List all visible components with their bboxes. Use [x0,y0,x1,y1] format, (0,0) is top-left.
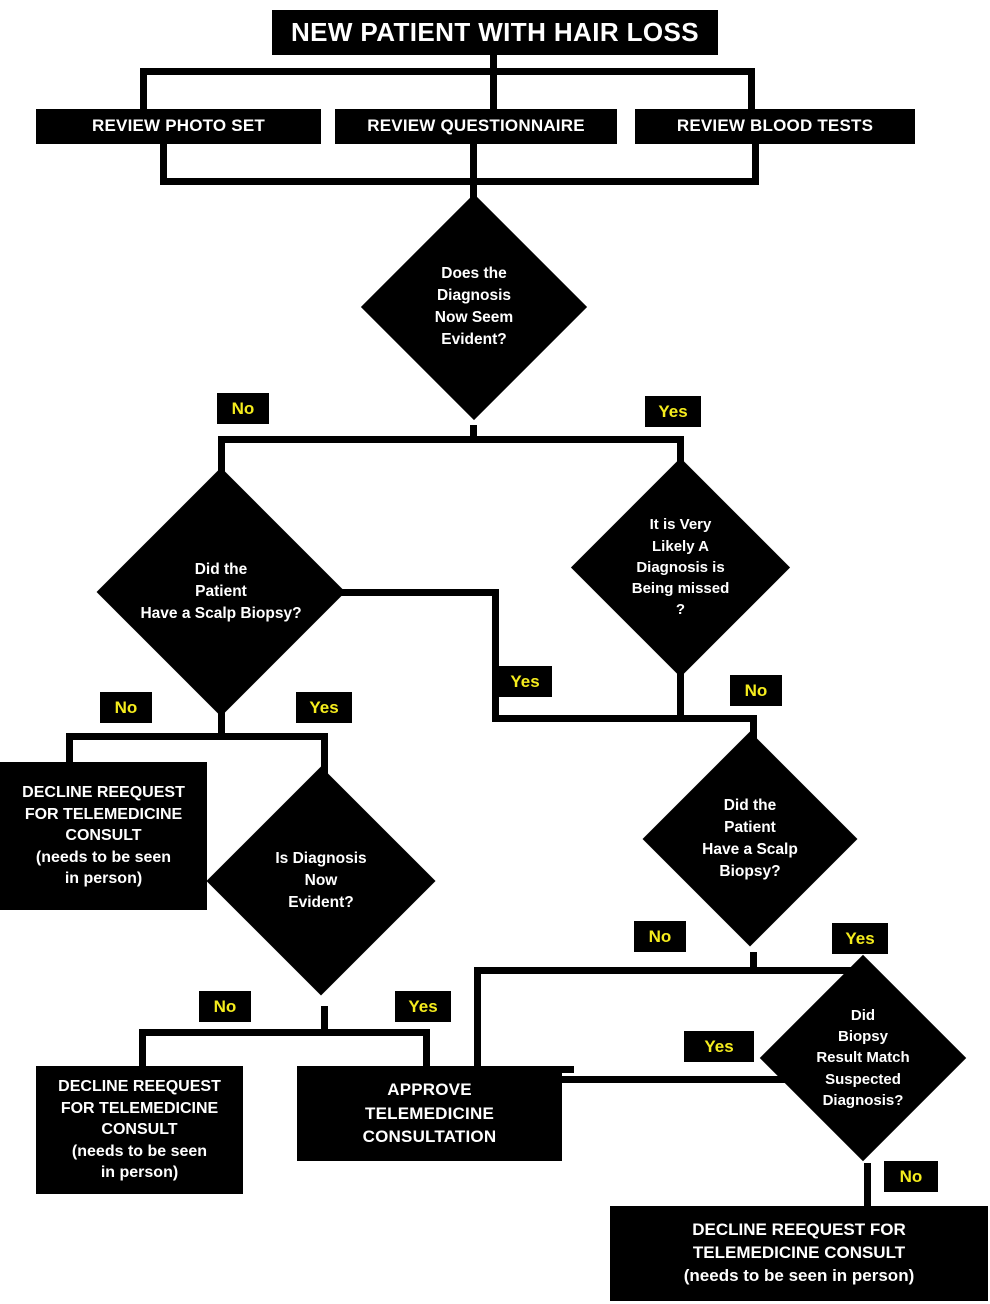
connector-title-to-blood [748,68,755,110]
node-decline-left-upper[interactable]: DECLINE REEQUEST FOR TELEMEDICINE CONSUL… [0,762,207,910]
edge-label-match-no: No [884,1161,938,1192]
connector-questionnaire-down [470,143,477,205]
connector-title-to-photo [140,68,147,110]
node-decision-scalp-biopsy-right-label: Did the Patient Have a Scalp Biopsy? [702,797,798,880]
edge-label-match-yes: Yes [684,1031,754,1062]
node-decision-scalp-biopsy-right[interactable]: Did the Patient Have a Scalp Biopsy? [642,731,858,947]
connector-title-down [490,53,497,68]
node-decision-scalp-biopsy-left-label: Did the Patient Have a Scalp Biopsy? [140,561,302,622]
connector-blood-down [752,143,759,178]
node-review-questionnaire-label: REVIEW QUESTIONNAIRE [367,116,585,136]
node-review-photo-set[interactable]: REVIEW PHOTO SET [36,109,321,144]
connector-biopsyL-bus [66,733,328,740]
connector-d1-bus [218,436,684,443]
node-decline-left-upper-label: DECLINE REEQUEST FOR TELEMEDICINE CONSUL… [22,784,185,888]
edge-label-biopsy-left-no: No [100,692,152,723]
edge-label-is-evident-no: No [199,991,251,1022]
edge-label-evident-yes: Yes [645,396,701,427]
node-decision-diagnosis-evident-label: Does the Diagnosis Now Seem Evident? [434,265,514,348]
connector-biopsyL-yes-h [335,589,499,596]
edge-label-biopsy-left-yes: Yes [296,692,352,723]
connector-biopsyR-down [750,952,757,974]
connector-isev-yes-v [423,1029,430,1067]
connector-title-to-questionnaire [490,68,497,110]
connector-match-no-v [864,1163,871,1206]
connector-d1-down [470,425,477,443]
edge-label-biopsy-right-no: No [634,921,686,952]
connector-isev-no-v [139,1029,146,1067]
connector-isev-bus [139,1029,430,1036]
connector-isev-down [321,1006,328,1030]
connector-biopsyL-down [218,706,225,738]
node-decline-bottom-right-label: DECLINE REEQUEST FOR TELEMEDICINE CONSUL… [683,1220,915,1285]
node-decision-diagnosis-evident[interactable]: Does the Diagnosis Now Seem Evident? [360,193,588,421]
node-review-questionnaire[interactable]: REVIEW QUESTIONNAIRE [335,109,617,144]
connector-missed-down [677,673,684,718]
node-start[interactable]: NEW PATIENT WITH HAIR LOSS [272,10,718,55]
connector-photo-down [160,143,167,178]
connector-match-yes-h [562,1076,862,1083]
node-decision-is-diagnosis-evident[interactable]: Is Diagnosis Now Evident? [206,766,436,996]
connector-biopsyL-no-v [66,733,73,763]
node-review-photo-set-label: REVIEW PHOTO SET [92,116,265,136]
node-review-blood-tests[interactable]: REVIEW BLOOD TESTS [635,109,915,144]
node-approve-telemedicine[interactable]: APPROVE TELEMEDICINE CONSULTATION [297,1066,562,1161]
node-decision-scalp-biopsy-left[interactable]: Did the Patient Have a Scalp Biopsy? [96,467,346,717]
node-decision-biopsy-match-label: Did Biopsy Result Match Suspected Diagno… [816,1006,910,1109]
connector-biopsyR-bus [474,967,874,974]
connector-d1-to-left [218,436,225,482]
connector-title-bus [140,68,755,75]
connector-missed-no-h [677,715,757,722]
edge-label-biopsy-left-yes-route: Yes [498,666,552,697]
node-decline-left-lower-label: DECLINE REEQUEST FOR TELEMEDICINE CONSUL… [58,1078,221,1182]
node-decline-bottom-right[interactable]: DECLINE REEQUEST FOR TELEMEDICINE CONSUL… [610,1206,988,1301]
node-start-label: NEW PATIENT WITH HAIR LOSS [290,17,700,48]
connector-biopsyL-yes-h2 [492,715,757,722]
node-decision-biopsy-match[interactable]: Did Biopsy Result Match Suspected Diagno… [759,954,967,1162]
node-decision-likely-missed-label: It is Very Likely A Diagnosis is Being m… [631,516,730,619]
connector-biopsyR-no-v [474,967,481,1073]
edge-label-biopsy-right-yes: Yes [832,923,888,954]
connector-biopsyL-yes2-v [321,733,328,777]
node-approve-telemedicine-label: APPROVE TELEMEDICINE CONSULTATION [362,1080,497,1147]
node-decision-likely-missed[interactable]: It is Very Likely A Diagnosis is Being m… [570,457,791,678]
connector-review-bus [160,178,759,185]
edge-label-missed-no: No [730,675,782,706]
node-decision-is-diagnosis-evident-label: Is Diagnosis Now Evident? [275,850,367,911]
edge-label-is-evident-yes: Yes [395,991,451,1022]
node-review-blood-tests-label: REVIEW BLOOD TESTS [676,116,874,136]
node-decline-left-lower[interactable]: DECLINE REEQUEST FOR TELEMEDICINE CONSUL… [36,1066,243,1194]
edge-label-evident-no: No [217,393,269,424]
connector-biopsyL-yes-v [492,589,499,715]
